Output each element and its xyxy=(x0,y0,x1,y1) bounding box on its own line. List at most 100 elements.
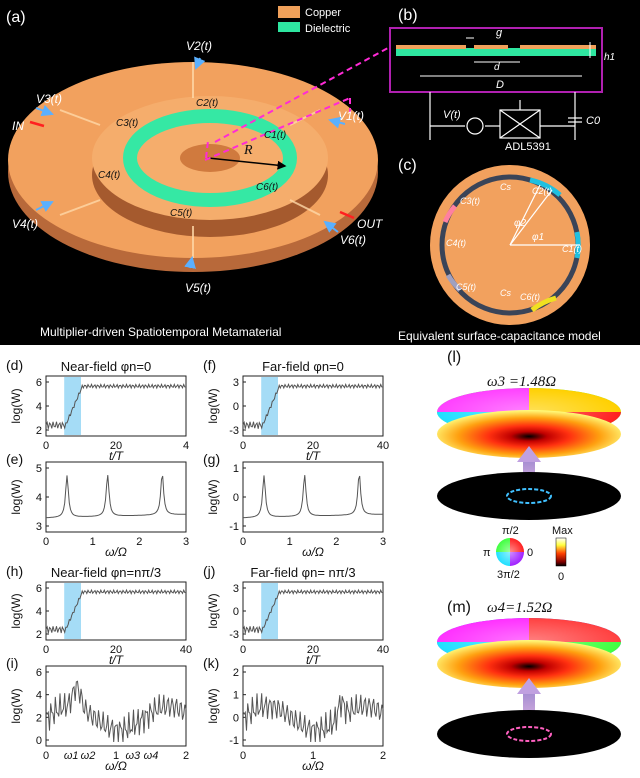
segment-gaps xyxy=(59,62,321,258)
cap-arc-3 xyxy=(442,204,457,224)
plot-j-xtick: 0 xyxy=(240,644,246,656)
plot-d-curve xyxy=(45,383,187,430)
plot-i-ytick: 0 xyxy=(36,735,42,747)
plot-i-xtick: 1 xyxy=(113,750,119,762)
dim-d: d xyxy=(494,62,500,73)
dim-g: g xyxy=(496,27,503,39)
dim-D: D xyxy=(496,79,504,91)
plot-j-xtick: 40 xyxy=(377,644,389,656)
panel-a-caption: Multiplier-driven Spatiotemporal Metamat… xyxy=(40,325,281,339)
voltage-arrows xyxy=(35,56,346,269)
plot-k-ytick: 1 xyxy=(233,690,239,702)
volt-label-4: V4(t) xyxy=(12,217,38,231)
plot-h-ytick: 2 xyxy=(36,629,42,641)
plot-d-ylabel: log(W) xyxy=(9,388,23,423)
capacitor-labels: C1(t) C2(t) C3(t) C4(t) C5(t) C6(t) xyxy=(98,98,286,219)
cross-section-frame xyxy=(389,27,603,93)
volt-label-6: V6(t) xyxy=(340,233,366,247)
cross-section-copper-right xyxy=(520,45,596,49)
c-cap-1: C1(t) xyxy=(562,244,582,254)
plot-d-xlabel: t/T xyxy=(109,449,125,463)
panel-l: (l) ω3 =1.48Ω xyxy=(437,349,621,520)
l-source-ring xyxy=(506,488,552,504)
cap-arc-5 xyxy=(445,273,462,292)
colorbars: π/2 π 0 3π/2 Max 0 xyxy=(483,525,573,583)
plot-i-mark: ω2 xyxy=(81,750,96,762)
plot-h-title: Near-field φn=nπ/3 xyxy=(51,565,161,580)
plot-e-xtick: 3 xyxy=(183,536,189,548)
plot-j-ytick: 0 xyxy=(233,606,239,618)
cap-label-1: C1(t) xyxy=(264,130,286,141)
plot-k-tag: (k) xyxy=(203,655,219,671)
plot-i-mark: ω3 xyxy=(125,750,141,762)
cross-section-copper-left xyxy=(396,45,466,49)
panel-m: (m) ω4=1.52Ω xyxy=(437,599,621,758)
c0-label: C0 xyxy=(586,115,601,127)
c-cap-4: C4(t) xyxy=(446,238,466,248)
phase-label-left: π xyxy=(483,547,491,559)
plot-e-xtick: 1 xyxy=(90,536,96,548)
port-out-label: OUT xyxy=(357,217,384,231)
plot-i-ytick: 6 xyxy=(36,667,42,679)
plot-f-ylabel: log(W) xyxy=(206,388,220,423)
plot-k-xlabel: ω/Ω xyxy=(302,759,324,773)
angle-phi2: φ2 xyxy=(514,218,527,229)
volt-label-1: V1(t) xyxy=(338,109,364,123)
volt-label-3: V3(t) xyxy=(36,92,62,106)
c-cap-2: C2(t) xyxy=(532,186,552,196)
cap-label-4: C4(t) xyxy=(98,170,120,181)
cap-label-6: C6(t) xyxy=(256,182,278,193)
phase-wheel xyxy=(496,538,524,566)
panel-l-tag: (l) xyxy=(447,349,461,366)
plot-k-frame xyxy=(242,665,384,747)
plot-e-ytick: 3 xyxy=(36,521,42,533)
plot-f-curve xyxy=(242,383,384,430)
plot-h-tag: (h) xyxy=(6,563,23,579)
plot-e-frame xyxy=(45,461,187,533)
plot-i-ytick: 4 xyxy=(36,690,42,702)
phase-label-top: π/2 xyxy=(502,525,519,537)
plot-e-tag: (e) xyxy=(6,451,23,467)
plot-d-xtick: 0 xyxy=(43,440,49,452)
voltage-labels: V1(t) V2(t) V3(t) V4(t) V5(t) V6(t) xyxy=(12,39,366,295)
plot-j-tag: (j) xyxy=(203,563,215,579)
plot-g-xtick: 3 xyxy=(380,536,386,548)
port-out-arrow xyxy=(339,210,355,220)
plot-i-ytick: 2 xyxy=(36,712,42,724)
radius-label: R xyxy=(243,143,253,158)
plot-f-ytick: -3 xyxy=(229,425,239,437)
c-cs-1: Cs xyxy=(500,182,511,192)
angle-lines xyxy=(509,184,580,246)
panel-c-tag: (c) xyxy=(398,157,417,174)
magnitude-bar xyxy=(555,537,567,567)
c-cap-3: C3(t) xyxy=(460,196,480,206)
panel-m-title: ω4=1.52Ω xyxy=(487,600,552,616)
plot-g-ytick: -1 xyxy=(229,521,239,533)
plot-j-xtick: 20 xyxy=(307,644,319,656)
source-label: V(t) xyxy=(443,109,461,121)
magnitude-min: 0 xyxy=(558,571,564,583)
angle-phi1: φ1 xyxy=(532,232,544,243)
legend-dielectric-label: Dielectric xyxy=(305,23,351,35)
plot-h-ytick: 4 xyxy=(36,606,42,618)
plot-d-title: Near-field φn=0 xyxy=(61,359,151,374)
plot-k-curve xyxy=(242,693,384,743)
plot-i-ylabel: log(W) xyxy=(9,688,23,723)
plot-h-xtick: 0 xyxy=(43,644,49,656)
plot-g-ylabel: log(W) xyxy=(206,479,220,514)
l-source-disk xyxy=(437,472,621,520)
plot-e-curve xyxy=(45,475,186,519)
plot-j-xlabel: t/T xyxy=(306,653,322,667)
plot-e-ylabel: log(W) xyxy=(9,479,23,514)
dim-h1: h1 xyxy=(604,52,615,63)
plot-e-xtick: 0 xyxy=(43,536,49,548)
plot-k-ytick: 2 xyxy=(233,667,239,679)
zoom-indicator xyxy=(204,47,389,161)
plot-g-xtick: 1 xyxy=(287,536,293,548)
plot-e-xtick: 2 xyxy=(136,536,142,548)
panel-a: (a) Copper Dielectric R xyxy=(0,0,390,345)
